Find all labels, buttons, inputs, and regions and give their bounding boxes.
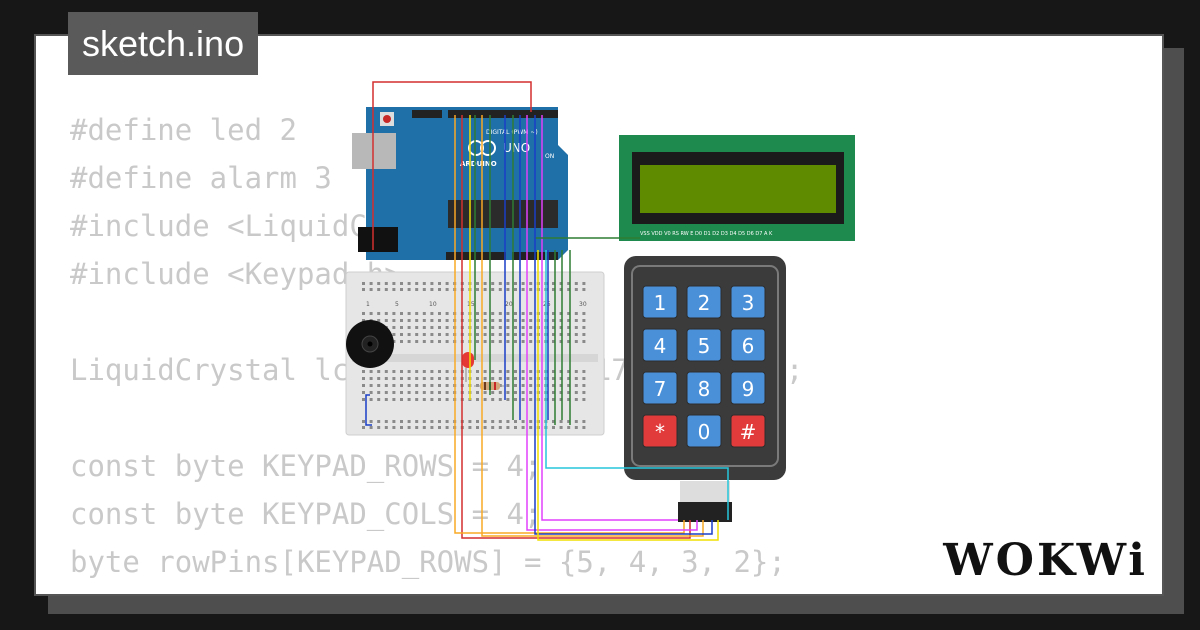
- keypad[interactable]: 1 2 3 4 5 6 7 8 9 * 0 #: [624, 256, 786, 522]
- code-line: #define alarm 3: [70, 161, 332, 195]
- lcd-pin-labels: VSS VDD V0 RS RW E D0 D1 D2 D3 D4 D5 D6 …: [640, 231, 773, 237]
- code-line: #define led 2: [70, 113, 297, 147]
- wire-cyan: [545, 250, 729, 520]
- code-line: const byte KEYPAD_ROWS = 4;: [70, 449, 542, 483]
- wire-magenta: [526, 115, 698, 531]
- breadboard-col-label: 1: [366, 301, 370, 308]
- wire-blue: [534, 115, 713, 535]
- power-jack: [358, 227, 398, 252]
- keypad-key[interactable]: 2: [686, 285, 722, 319]
- code-line: byte colPins[KEYPAD_COLS] = {13, 12, 11,…: [70, 586, 856, 594]
- keypad-key[interactable]: 5: [686, 328, 722, 362]
- wire-red: [372, 81, 532, 250]
- breadboard-col-label: 10: [429, 301, 437, 308]
- keypad-key[interactable]: #: [730, 414, 766, 448]
- wire-magenta: [541, 115, 678, 521]
- keypad-key[interactable]: 9: [730, 371, 766, 405]
- keypad-key-label: 5: [698, 334, 711, 358]
- keypad-key[interactable]: *: [642, 414, 678, 448]
- keypad-key[interactable]: 1: [642, 285, 678, 319]
- keypad-key-label: *: [655, 420, 665, 444]
- keypad-key[interactable]: 8: [686, 371, 722, 405]
- keypad-key[interactable]: 3: [730, 285, 766, 319]
- keypad-key-label: 2: [698, 291, 711, 315]
- buzzer[interactable]: [346, 320, 394, 368]
- wire-orange: [454, 115, 685, 534]
- breadboard-col-label: 30: [579, 301, 587, 308]
- board-brand: ARDUINO: [460, 160, 497, 168]
- keypad-key-label: 4: [654, 334, 667, 358]
- keypad-key-label: 0: [698, 420, 711, 444]
- wokwi-logo: WOKWi: [943, 535, 1148, 586]
- keypad-key[interactable]: 7: [642, 371, 678, 405]
- keypad-key-label: 1: [654, 291, 667, 315]
- on-led-label: ON: [545, 153, 554, 160]
- keypad-key-label: 9: [742, 377, 755, 401]
- keypad-key-label: 6: [742, 334, 755, 358]
- keypad-key-label: 8: [698, 377, 711, 401]
- breadboard-col-label: 15: [467, 301, 475, 308]
- wire-orange: [481, 115, 704, 537]
- digital-header: [448, 110, 558, 118]
- lcd-display[interactable]: VSS VDD V0 RS RW E D0 D1 D2 D3 D4 D5 D6 …: [619, 135, 855, 241]
- power-header: [446, 252, 506, 260]
- keypad-key-label: 7: [654, 377, 667, 401]
- wire-blue: [365, 394, 372, 426]
- keypad-key-label: #: [740, 420, 757, 444]
- keypad-connector: [678, 502, 732, 522]
- keypad-keys: 1 2 3 4 5 6 7 8 9 * 0 #: [642, 285, 766, 448]
- arduino-uno-board[interactable]: DIGITAL (PWM ~) ARDUINO UNO ON: [352, 107, 568, 260]
- breadboard-col-label: 20: [505, 301, 513, 308]
- code-line: byte rowPins[KEYPAD_ROWS] = {5, 4, 3, 2}…: [70, 545, 786, 579]
- usb-port: [352, 133, 396, 169]
- wire-red: [461, 115, 691, 539]
- keypad-key[interactable]: 6: [730, 328, 766, 362]
- microcontroller-chip: [448, 200, 558, 228]
- keypad-key[interactable]: 0: [686, 414, 722, 448]
- code-line: const byte KEYPAD_COLS = 4;: [70, 497, 542, 531]
- code-line: #include <Keypad.h>: [70, 257, 402, 291]
- lcd-screen: [640, 165, 836, 213]
- board-model: UNO: [503, 141, 530, 155]
- breadboard-col-label: 25: [543, 301, 551, 308]
- wires: [365, 81, 729, 541]
- filename-tab[interactable]: sketch.ino: [68, 12, 259, 75]
- wire-yellow: [537, 250, 719, 541]
- breadboard-col-label: 5: [395, 301, 399, 308]
- keypad-key-label: 3: [742, 291, 755, 315]
- header-label: DIGITAL (PWM ~): [486, 129, 538, 136]
- keypad-key[interactable]: 4: [642, 328, 678, 362]
